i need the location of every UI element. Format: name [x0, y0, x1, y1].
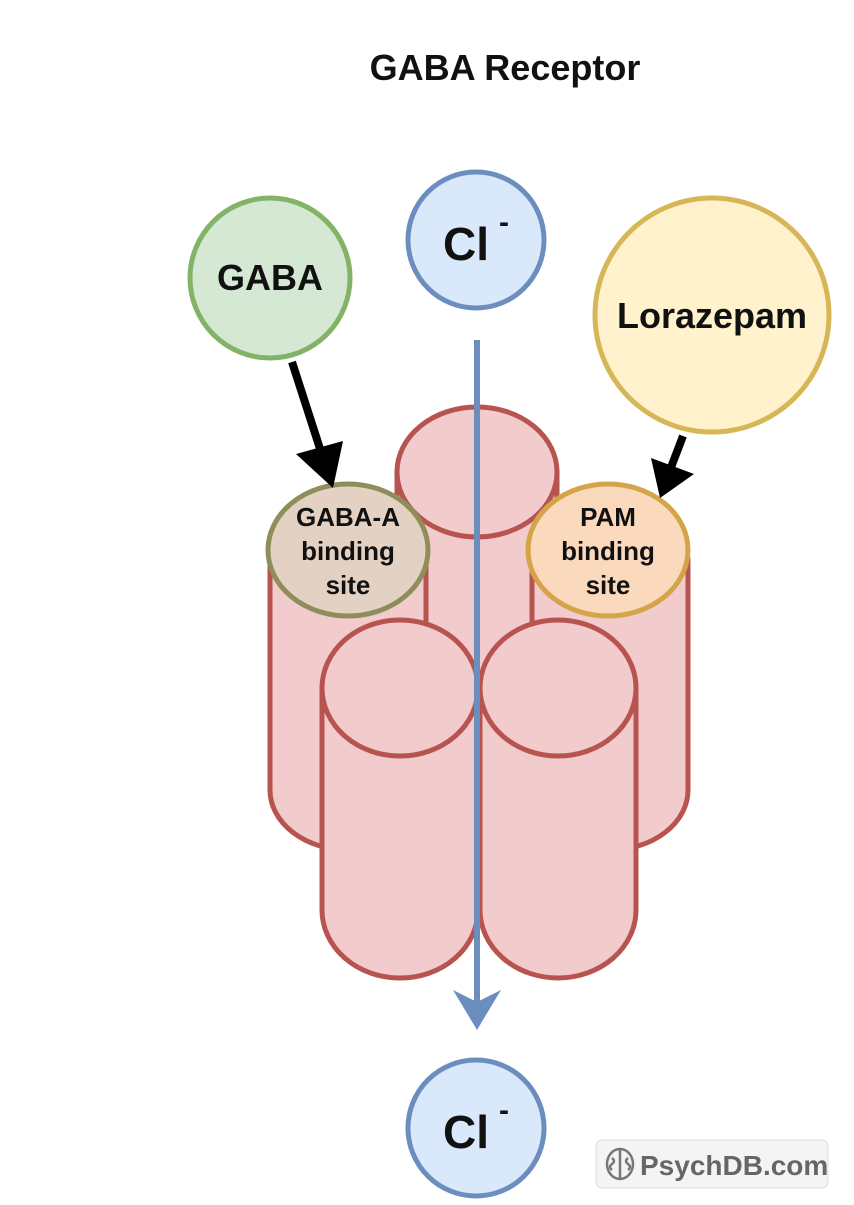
watermark-text: PsychDB.com	[640, 1150, 828, 1181]
lorazepam-ligand-label: Lorazepam	[617, 295, 807, 336]
subunit-front-right	[477, 617, 639, 981]
gaba-a-site-label-line1: GABA-A	[296, 502, 400, 532]
gaba-ligand: GABA	[187, 195, 353, 361]
gaba-ligand-label: GABA	[217, 257, 323, 298]
chloride-ion-bottom: Cl -	[405, 1057, 547, 1199]
brain-icon	[605, 1147, 635, 1181]
chloride-ion-top: Cl -	[405, 169, 547, 311]
chloride-ion-top-charge: -	[499, 206, 509, 239]
pam-site-label-line1: PAM	[580, 502, 636, 532]
subunit-front-left	[319, 617, 481, 981]
pam-site-label-line2: binding	[561, 536, 655, 566]
gaba-a-site-label-line2: binding	[301, 536, 395, 566]
gaba-a-binding-site: GABA-A binding site	[265, 481, 431, 619]
chloride-ion-bottom-symbol: Cl	[443, 1106, 489, 1158]
lorazepam-arrow	[651, 434, 694, 498]
receptor-subunits	[267, 404, 691, 981]
gaba-a-site-label-line3: site	[326, 570, 371, 600]
diagram-title: GABA Receptor	[370, 47, 641, 88]
chloride-ion-top-symbol: Cl	[443, 218, 489, 270]
gaba-arrow	[288, 360, 343, 488]
chloride-flow-arrow	[453, 340, 501, 1030]
pam-site-label-line3: site	[586, 570, 631, 600]
pam-binding-site: PAM binding site	[525, 481, 691, 619]
lorazepam-ligand: Lorazepam	[592, 195, 832, 435]
psychdb-watermark: PsychDB.com	[595, 1139, 829, 1189]
chloride-ion-bottom-charge: -	[499, 1094, 509, 1127]
